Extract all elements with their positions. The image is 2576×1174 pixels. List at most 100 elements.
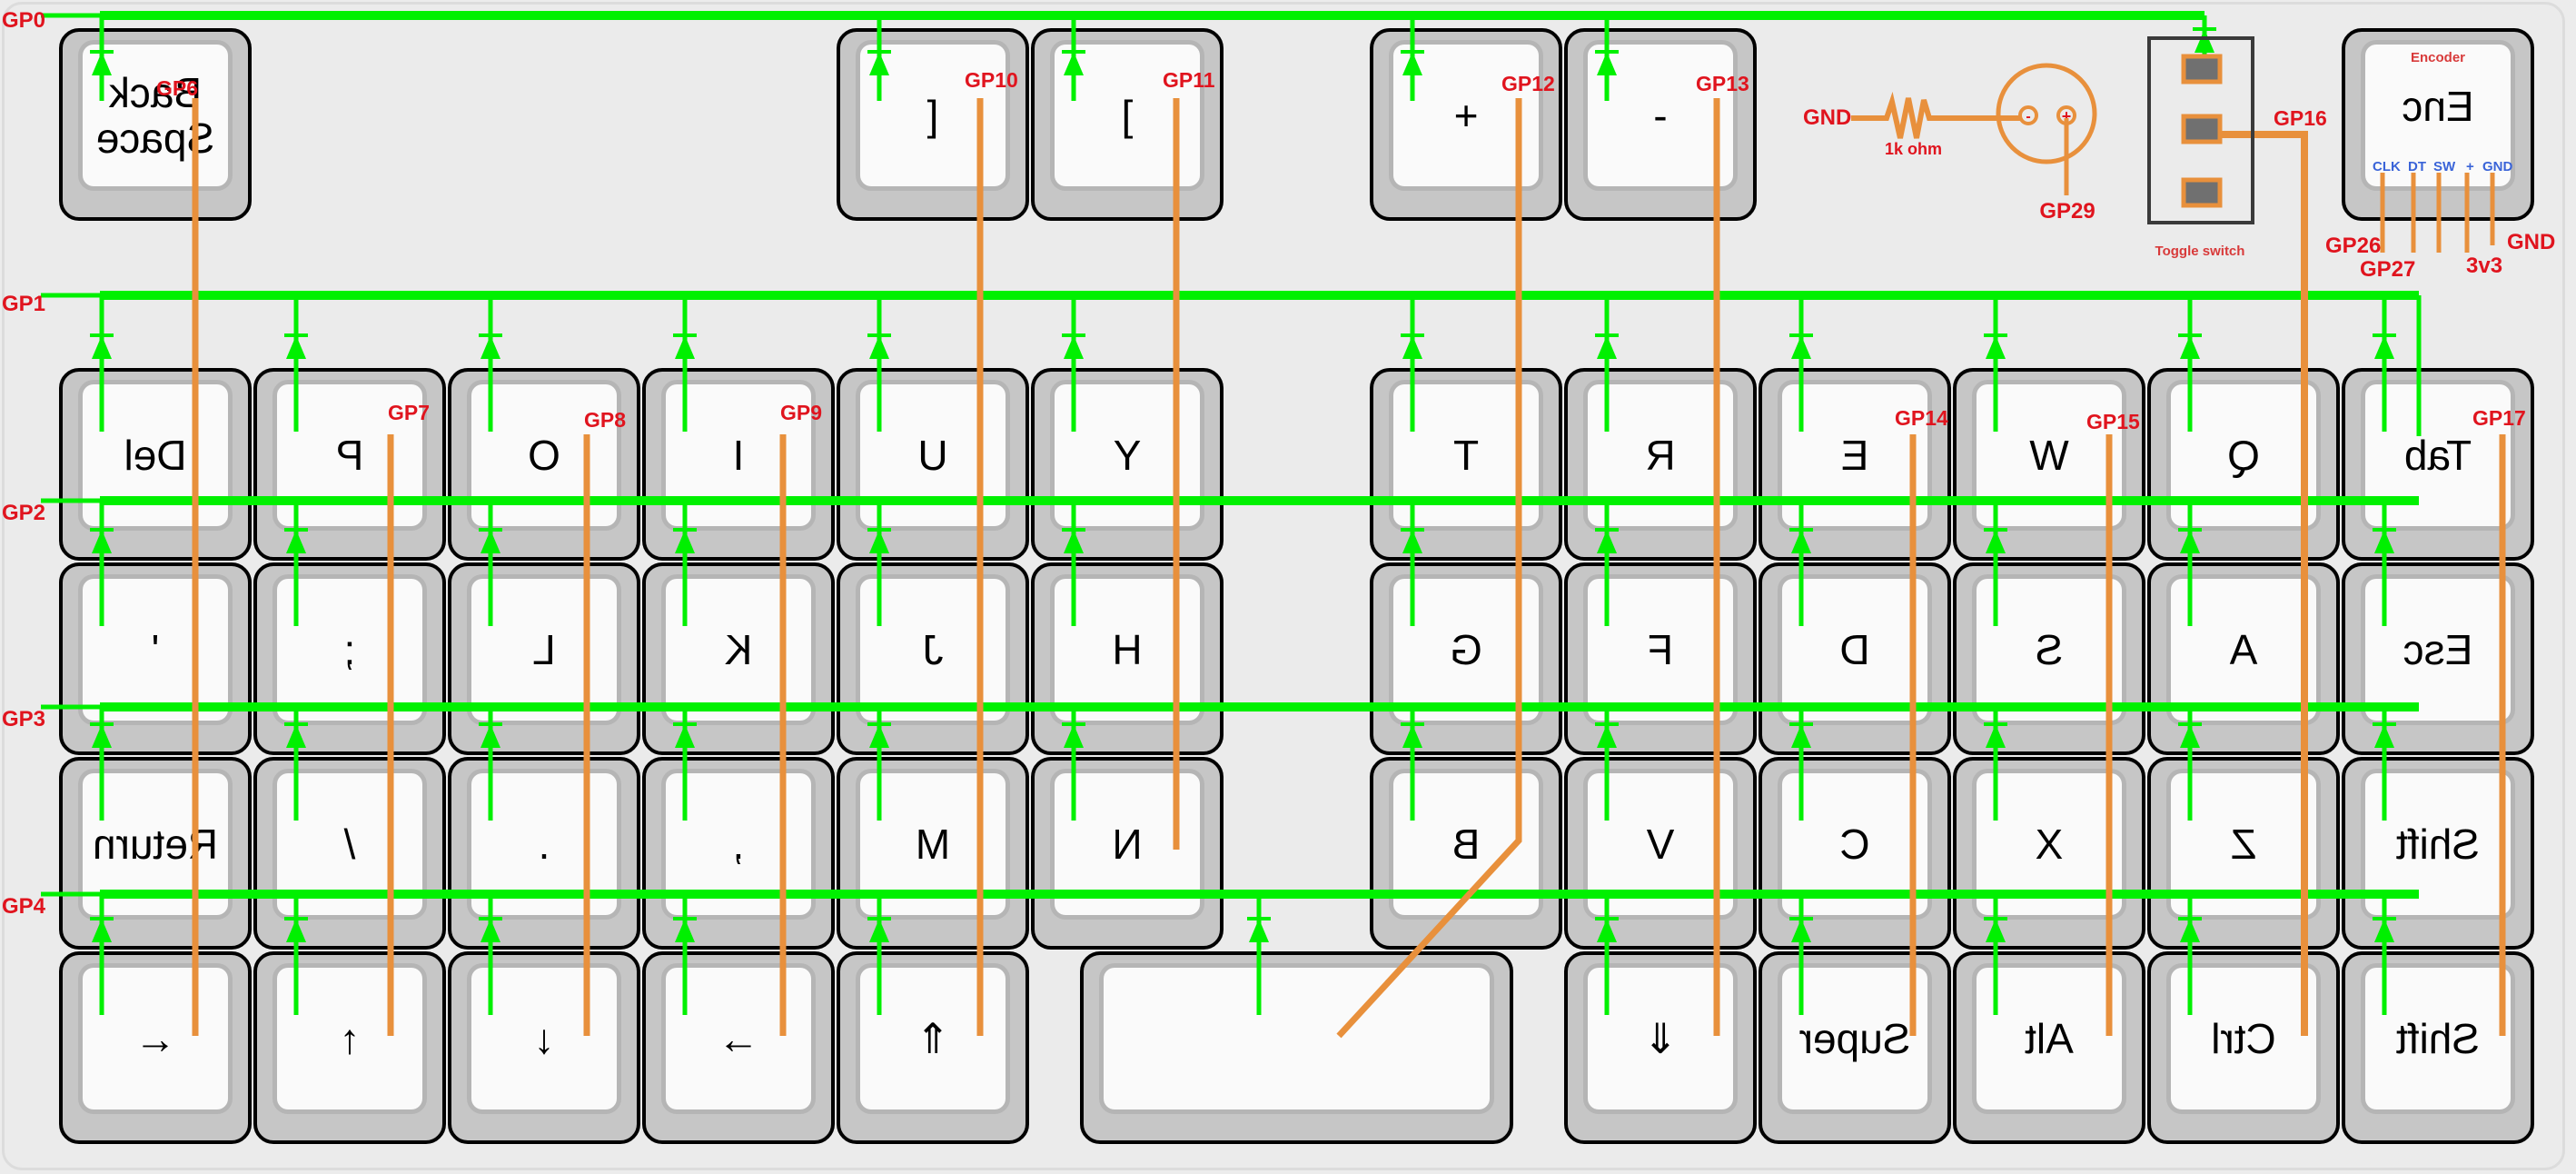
diode-icon — [1986, 530, 2006, 553]
encoder-net-label: GND — [2507, 230, 2555, 254]
key-f[interactable]: F — [1564, 562, 1757, 755]
keycap — [1782, 968, 1927, 1109]
keycap — [471, 579, 617, 721]
key-del[interactable]: Del — [59, 368, 252, 561]
keycap — [83, 968, 228, 1109]
diode-icon — [2374, 335, 2394, 359]
key-minus[interactable]: - — [1564, 28, 1757, 221]
led-gnd-label: GND — [1803, 105, 1851, 130]
key-arrow-up[interactable]: ↑ — [253, 951, 446, 1144]
diode-icon — [675, 530, 695, 553]
key-plus[interactable]: + — [1370, 28, 1562, 221]
key-d[interactable]: D — [1759, 562, 1951, 755]
led-minus-sign: - — [2026, 109, 2030, 124]
diode-icon — [92, 52, 112, 75]
diode-icon — [675, 919, 695, 942]
key-space[interactable] — [1080, 951, 1513, 1144]
diode-icon — [1791, 530, 1811, 553]
diode-icon — [481, 724, 500, 748]
column-label: GP9 — [780, 401, 822, 424]
column-label: GP14 — [1895, 406, 1948, 430]
diode-icon — [2180, 530, 2200, 553]
key-double-down[interactable]: ⇓ — [1564, 951, 1757, 1144]
diode-icon — [1791, 335, 1811, 359]
diode-icon — [92, 335, 112, 359]
column-label: GP10 — [965, 68, 1018, 92]
diode-icon — [869, 335, 889, 359]
encoder-pin-clk: CLK — [2373, 159, 2401, 174]
led-pin-label: GP29 — [2039, 199, 2095, 224]
keycap — [277, 579, 422, 721]
diode-icon — [92, 724, 112, 748]
key-bracket-left[interactable]: [ — [837, 28, 1029, 221]
key-k[interactable]: K — [642, 562, 835, 755]
key-arrow-right[interactable]: → — [642, 951, 835, 1144]
key-l[interactable]: L — [448, 562, 640, 755]
key-arrow-down[interactable]: ↓ — [448, 951, 640, 1144]
toggle-pad-2 — [2181, 114, 2223, 144]
encoder-net-label: GP26 — [2325, 234, 2381, 258]
resistor-icon — [1851, 91, 2035, 139]
diode-icon — [1064, 724, 1084, 748]
diode-icon — [869, 52, 889, 75]
keycap — [1588, 579, 1733, 721]
row-label: GP4 — [2, 894, 46, 919]
diode-icon — [481, 530, 500, 553]
diode-icon — [1986, 335, 2006, 359]
column-label: GP13 — [1696, 72, 1749, 95]
encoder-pin-vcc: + — [2466, 159, 2474, 174]
keycap — [471, 968, 617, 1109]
diode-icon — [286, 919, 306, 942]
diode-icon — [1597, 52, 1617, 75]
keycap — [1977, 968, 2122, 1109]
keycap — [1393, 579, 1539, 721]
diode-icon — [1402, 335, 1422, 359]
diode-icon — [1986, 919, 2006, 942]
diode-icon — [1402, 530, 1422, 553]
keycap — [1104, 968, 1490, 1109]
diode-icon — [1402, 52, 1422, 75]
diode-icon — [1986, 724, 2006, 748]
diode-icon — [481, 335, 500, 359]
keycap — [2365, 968, 2511, 1109]
encoder-pin-dt: DT — [2408, 159, 2426, 174]
keycap — [83, 579, 228, 721]
row-label: GP0 — [2, 8, 45, 33]
diode-icon — [869, 724, 889, 748]
led-icon — [1996, 63, 2097, 164]
keycap — [277, 968, 422, 1109]
toggle-pad-3 — [2181, 177, 2223, 208]
key-double-up[interactable]: ⇑ — [837, 951, 1029, 1144]
diode-icon — [2374, 530, 2394, 553]
encoder-pin-gnd: GND — [2482, 159, 2513, 174]
diode-icon — [1064, 335, 1084, 359]
diode-icon — [286, 724, 306, 748]
keycap — [666, 968, 811, 1109]
column-label: GP11 — [1163, 68, 1215, 92]
column-wire-gp16 — [2220, 131, 2308, 1036]
encoder-net-label: 3v3 — [2466, 254, 2502, 278]
keycap — [1782, 579, 1927, 721]
diode-icon — [1597, 919, 1617, 942]
key-alt[interactable]: Alt — [1953, 951, 2145, 1144]
encoder-net-label: GP27 — [2360, 257, 2415, 282]
toggle-switch-label: Toggle switch — [2155, 244, 2245, 259]
keycap — [1977, 579, 2122, 721]
column-label: GP6 — [156, 76, 198, 100]
diode-icon — [1402, 724, 1422, 748]
column-label: GP12 — [1501, 72, 1555, 95]
diode-icon — [2180, 919, 2200, 942]
key-arrow-left[interactable]: ← — [59, 951, 252, 1144]
diode-icon — [675, 335, 695, 359]
column-label: GP15 — [2086, 410, 2140, 433]
diode-icon — [286, 530, 306, 553]
column-wire-gp12 — [1336, 98, 1522, 1039]
key-semicolon[interactable]: ; — [253, 562, 446, 755]
key-comma[interactable]: , — [642, 757, 835, 950]
diode-icon — [675, 724, 695, 748]
key-super[interactable]: Super — [1759, 951, 1951, 1144]
diode-icon — [481, 919, 500, 942]
